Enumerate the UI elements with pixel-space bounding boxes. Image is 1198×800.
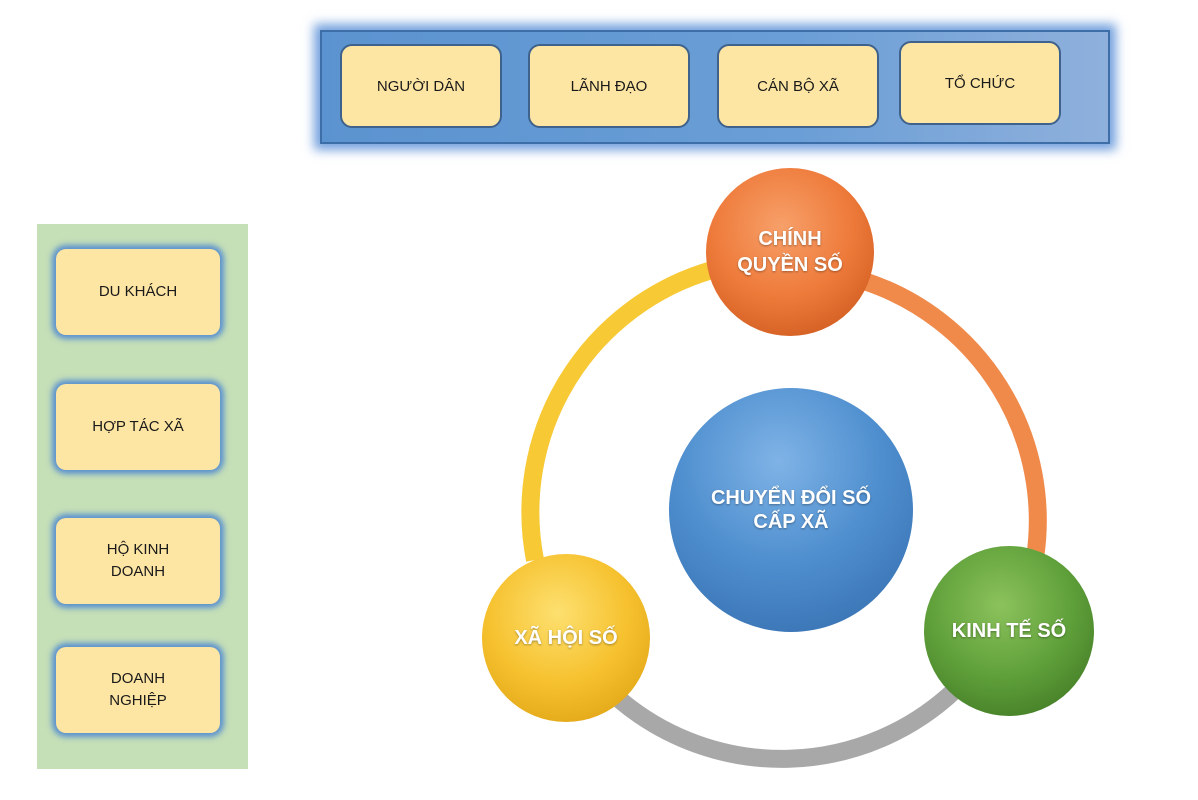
left-group-du-khach[interactable]: DU KHÁCH	[56, 249, 220, 335]
node-label-chinh-quyen-so[interactable]: CHÍNH QUYỀN SỐ	[737, 228, 843, 276]
left-group-doanh-nghiep[interactable]: DOANH NGHIỆP	[56, 647, 220, 733]
ring-arc-yellow	[521, 261, 715, 562]
node-label-xa-hoi-so[interactable]: XÃ HỘI SỐ	[514, 626, 618, 649]
node-circle-chinh-quyen-so	[706, 168, 874, 336]
top-group-can-bo-xa[interactable]: CÁN BỘ XÃ	[717, 44, 879, 128]
top-group-to-chuc[interactable]: TỔ CHỨC	[899, 41, 1061, 125]
node-circle-xa-hoi-so	[482, 554, 650, 722]
node-label-kinh-te-so[interactable]: KINH TẾ SỐ	[951, 619, 1067, 642]
ring-arc-gray	[614, 683, 962, 768]
ring-arc-orange	[861, 272, 1047, 560]
left-stakeholder-panel: DU KHÁCH HỢP TÁC XÃ HỘ KINH DOANH DOANH …	[37, 224, 248, 769]
top-stakeholder-panel: NGƯỜI DÂN LÃNH ĐẠO CÁN BỘ XÃ TỔ CHỨC	[320, 30, 1110, 144]
center-circle	[669, 388, 913, 632]
top-group-nguoi-dan[interactable]: NGƯỜI DÂN	[340, 44, 502, 128]
left-group-hop-tac-xa[interactable]: HỢP TÁC XÃ	[56, 384, 220, 470]
node-circle-kinh-te-so	[924, 546, 1094, 716]
top-group-lanh-dao[interactable]: LÃNH ĐẠO	[528, 44, 690, 128]
left-group-ho-kinh-doanh[interactable]: HỘ KINH DOANH	[56, 518, 220, 604]
center-label: CHUYỂN ĐỔI SỐ CẤP XÃ	[710, 487, 872, 533]
